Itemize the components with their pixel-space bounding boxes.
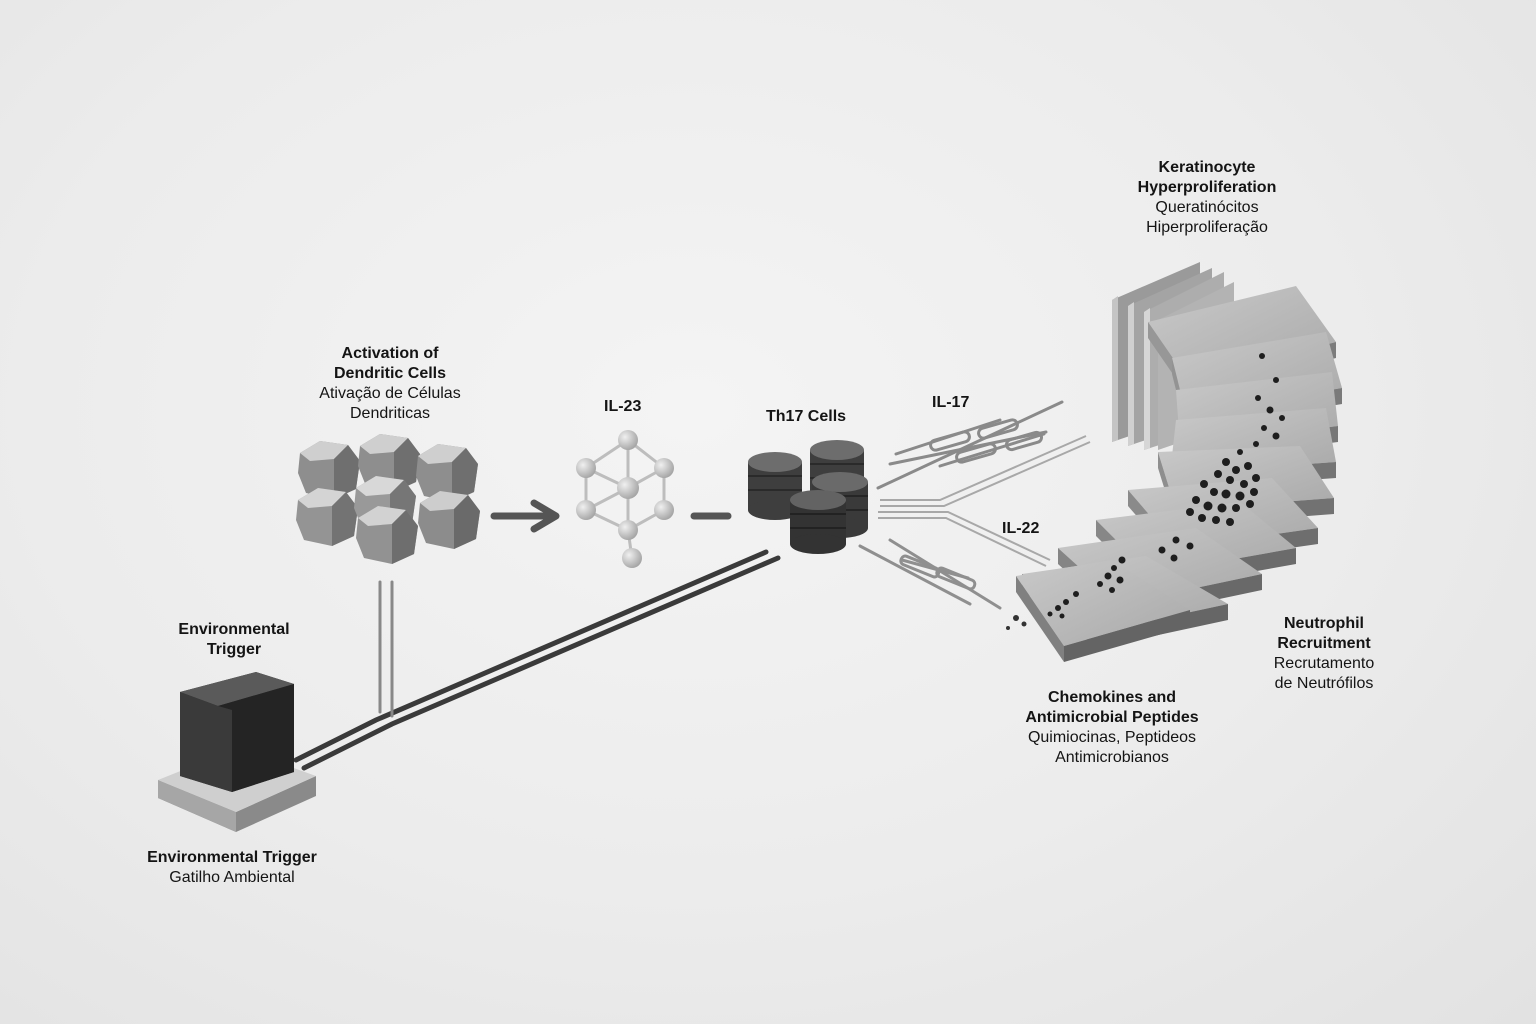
chemokine-rods-icon — [858, 538, 1002, 610]
chemokines-pt-line1: Quimiocinas, Peptideos — [1027, 729, 1197, 746]
env-top-line2: Trigger — [206, 641, 262, 658]
env-bottom-pt: Gatilho Ambiental — [169, 869, 295, 886]
neutrophil-title-line1: Neutrophil — [1284, 615, 1364, 632]
neutrophil-pt-line2: de Neutrófilos — [1274, 675, 1374, 692]
th17-label: Th17 Cells — [766, 408, 847, 425]
chemokines-title-line1: Chemokines and — [1047, 689, 1177, 706]
il22-lines-icon — [878, 435, 1091, 567]
il17-label: IL-17 — [932, 394, 970, 411]
dendritic-title-line2: Dendritic Cells — [333, 365, 447, 382]
epidermis-plates-icon — [1016, 286, 1342, 662]
dendritic-cells-label: Activation of Dendritic Cells Ativação d… — [290, 344, 490, 424]
il22-label: IL-22 — [1002, 520, 1040, 537]
neutrophil-pt-line1: Recrutamento — [1273, 655, 1375, 672]
keratinocyte-title-line2: Hyperproliferation — [1137, 179, 1277, 196]
pathway-lines — [293, 549, 781, 771]
neutrophil-particles — [1047, 353, 1285, 619]
chemokines-label: Chemokines and Antimicrobial Peptides Qu… — [992, 688, 1232, 768]
environmental-trigger-bottom-label: Environmental Trigger Gatilho Ambiental — [122, 848, 342, 888]
chemokines-title-line2: Antimicrobial Peptides — [1025, 709, 1199, 726]
neutrophil-title-line2: Recruitment — [1277, 635, 1371, 652]
th17-cells-icon — [748, 440, 868, 554]
keratinocyte-label: Keratinocyte Hyperproliferation Queratin… — [1107, 158, 1307, 238]
il17-rods-icon — [876, 400, 1064, 490]
scattered-particles — [1006, 615, 1027, 630]
keratinocyte-title-line1: Keratinocyte — [1158, 159, 1256, 176]
il23-label: IL-23 — [604, 398, 642, 415]
dendritic-pt-line2: Dendriticas — [349, 405, 431, 422]
dendritic-cells-icon — [296, 434, 480, 564]
il23-molecule-icon — [576, 430, 674, 568]
environmental-trigger-cube-icon — [158, 672, 316, 832]
arrow-dendritic-to-il23 — [490, 499, 560, 533]
chemokines-pt-line2: Antimicrobianos — [1055, 749, 1169, 766]
environmental-trigger-top-label: Environmental Trigger — [144, 620, 324, 660]
keratinocyte-pt-line1: Queratinócitos — [1155, 199, 1259, 216]
dendritic-title-line1: Activation of — [341, 345, 439, 362]
env-bottom-en: Environmental Trigger — [147, 849, 317, 866]
neutrophil-label: Neutrophil Recruitment Recrutamento de N… — [1234, 614, 1414, 694]
keratinocyte-pt-line2: Hiperproliferação — [1146, 219, 1268, 236]
env-top-line1: Environmental — [178, 621, 290, 638]
dendritic-pt-line1: Ativação de Células — [319, 385, 461, 402]
